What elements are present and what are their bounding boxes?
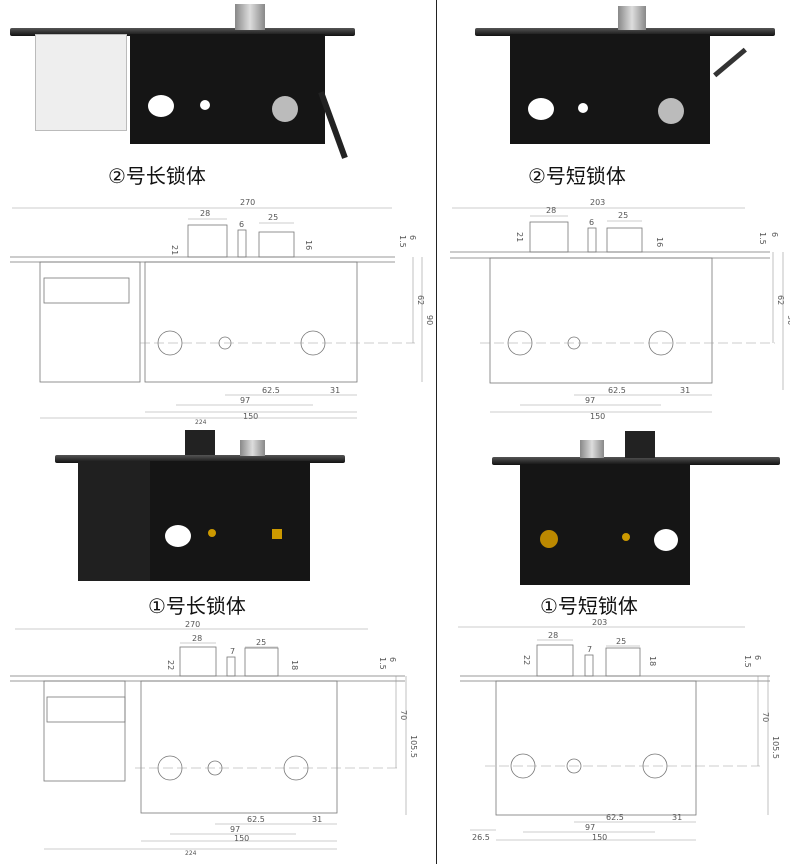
- drawing-line: [237, 229, 247, 258]
- dimension-label: 22: [166, 660, 175, 670]
- drawing-line: [566, 758, 582, 774]
- dimension-label: 97: [585, 396, 595, 405]
- dimension-label: 31: [330, 386, 340, 395]
- drawing-line: [46, 696, 126, 723]
- dimension-label: 90: [425, 315, 434, 325]
- caption-lock-body-2-long: ②号长锁体: [108, 164, 206, 188]
- dimension-label: 97: [230, 825, 240, 834]
- dimension-label: 22: [522, 655, 531, 665]
- drawing-line: [39, 261, 141, 383]
- dimension-label: 62.5: [606, 813, 624, 822]
- drawing-line: [606, 227, 643, 253]
- dimension-label: 6: [770, 232, 779, 237]
- dimension-label: 21: [170, 245, 179, 255]
- drawing-line: [179, 646, 217, 677]
- dimension-label: 25: [268, 213, 278, 222]
- drawing-line: [43, 680, 126, 782]
- drawing-line: [529, 221, 569, 253]
- dimension-label: 28: [200, 209, 210, 218]
- dimension-label: 1.5: [758, 232, 767, 245]
- drawing-line: [536, 644, 574, 677]
- dimension-label: 150: [592, 833, 607, 842]
- photo-lock-body-2-long: [0, 0, 430, 160]
- dimension-label: 150: [234, 834, 249, 843]
- dimension-label: 90: [786, 315, 790, 325]
- dimension-label: 6: [408, 235, 417, 240]
- dimension-label: 31: [312, 815, 322, 824]
- photo-lock-body-1-long: [0, 425, 430, 585]
- dimension-label: 1.5: [743, 655, 752, 668]
- dimension-label: 270: [185, 620, 200, 629]
- dimension-label: 28: [546, 206, 556, 215]
- dimension-label: 16: [304, 240, 313, 250]
- dimension-label: 7: [230, 647, 235, 656]
- drawing-line: [244, 647, 279, 677]
- dimension-label: 150: [243, 412, 258, 421]
- drawing-line: [43, 277, 130, 304]
- caption-lock-body-1-long: ①号长锁体: [148, 594, 246, 618]
- drawing-line: [587, 227, 597, 253]
- photo-lock-body-1-short: [440, 425, 790, 585]
- dimension-label: 6: [753, 655, 762, 660]
- dimension-label: 6: [589, 218, 594, 227]
- dimension-label: 105.5: [771, 736, 780, 759]
- dimension-label: 97: [240, 396, 250, 405]
- dimension-label: 18: [648, 656, 657, 666]
- dimension-label: 270: [240, 198, 255, 207]
- dimension-label: 28: [548, 631, 558, 640]
- drawing-line: [584, 654, 594, 677]
- dimension-label: 97: [585, 823, 595, 832]
- drawing-line: [258, 231, 295, 258]
- dimension-label: 16: [655, 237, 664, 247]
- dimension-label: 25: [618, 211, 628, 220]
- dimension-label: 224: [195, 419, 207, 426]
- dimension-label: 25: [616, 637, 626, 646]
- dimension-label: 7: [587, 645, 592, 654]
- dimension-label: 70: [761, 712, 770, 722]
- dimension-label: 62: [416, 295, 425, 305]
- dimension-label: 203: [590, 198, 605, 207]
- dimension-label: 25: [256, 638, 266, 647]
- drawing-line: [226, 656, 236, 677]
- divider: [436, 0, 437, 864]
- dimension-label: 70: [399, 710, 408, 720]
- dimension-label: 203: [592, 618, 607, 627]
- caption-lock-body-2-short: ②号短锁体: [528, 164, 626, 188]
- dimension-label: 31: [680, 386, 690, 395]
- dimension-label: 62.5: [262, 386, 280, 395]
- drawing-line: [489, 257, 713, 384]
- drawing-line: [140, 680, 338, 814]
- dimension-label: 105.5: [409, 735, 418, 758]
- drawing-line: [495, 680, 697, 816]
- photo-lock-body-2-short: [440, 0, 790, 160]
- drawing-line: [144, 261, 358, 383]
- dimension-label: 6: [388, 657, 397, 662]
- dimension-label: 1.5: [378, 657, 387, 670]
- dimension-label: 26.5: [472, 833, 490, 842]
- dimension-label: 6: [239, 220, 244, 229]
- dimension-label: 1.5: [398, 235, 407, 248]
- dimension-label: 28: [192, 634, 202, 643]
- dimension-label: 21: [515, 232, 524, 242]
- drawing-line: [605, 647, 641, 677]
- dimension-label: 31: [672, 813, 682, 822]
- dimension-label: 62: [776, 295, 785, 305]
- dimension-label: 62.5: [608, 386, 626, 395]
- dimension-label: 18: [290, 660, 299, 670]
- caption-lock-body-1-short: ①号短锁体: [540, 594, 638, 618]
- dimension-label: 224: [185, 850, 197, 857]
- dimension-label: 62.5: [247, 815, 265, 824]
- drawing-line: [187, 224, 228, 258]
- dimension-label: 150: [590, 412, 605, 421]
